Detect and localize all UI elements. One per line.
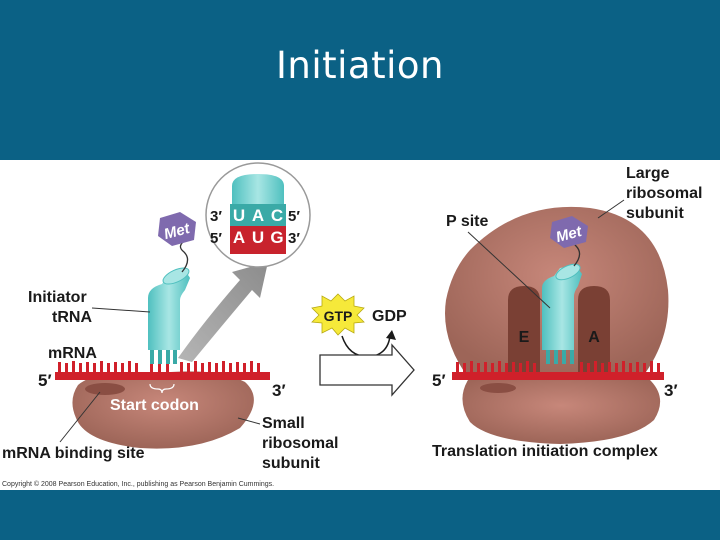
gdp-label: GDP (372, 308, 407, 325)
mrna-strand-left (55, 361, 270, 380)
large-subunit-label-2: ribosomal (626, 185, 702, 202)
mrna-binding-site-right (480, 383, 516, 393)
mrna-binding-site-label: mRNA binding site (2, 445, 145, 462)
bottom-bar (0, 490, 720, 540)
anticodon-base-2: A (252, 206, 264, 225)
five-prime-left: 5′ (38, 371, 52, 390)
left-assembly: Met Initiator tRNA mRNA 5′ 3′ Start codo… (2, 212, 338, 472)
codon-base-1: A (233, 228, 245, 247)
small-subunit-leader (237, 417, 261, 425)
complex-label: Translation initiation complex (432, 443, 658, 460)
small-subunit-label-1: Small (262, 415, 305, 432)
large-subunit-label-1: Large (626, 165, 670, 182)
e-site (508, 286, 540, 372)
p-site-leader (467, 231, 551, 309)
met-hexagon-left (158, 212, 196, 246)
mrna-binding-site-left (85, 383, 125, 395)
copyright-notice: Copyright © 2008 Pearson Education, Inc.… (2, 480, 274, 488)
mrna-binding-site-leader (59, 391, 101, 443)
mrna-strand-right (452, 361, 664, 380)
codon-base-3: G (270, 228, 283, 247)
gtp-hydrolysis-arrow (341, 335, 391, 358)
large-subunit-label-3: subunit (626, 205, 684, 222)
three-prime-left: 3′ (272, 381, 286, 400)
right-assembly: E A Met (432, 165, 702, 460)
process-arrow (319, 343, 415, 397)
small-ribosomal-subunit-right (462, 380, 661, 444)
title-bar (0, 0, 720, 160)
inset-bottom-5prime: 5′ (210, 230, 222, 247)
a-site-label: A (588, 329, 600, 346)
met-label-left: Met (162, 220, 192, 243)
slide-title: Initiation (276, 44, 444, 87)
initiator-trna-right (542, 263, 582, 364)
small-subunit-label-3: subunit (262, 455, 320, 472)
gtp-hydrolysis-arrowhead (386, 330, 396, 340)
diagram-panel: Met Initiator tRNA mRNA 5′ 3′ Start codo… (0, 160, 720, 490)
initiator-trna-label-1: Initiator (28, 289, 87, 306)
a-site (578, 286, 610, 372)
inset-top-5prime: 5′ (288, 208, 300, 225)
inset-bottom-3prime: 3′ (288, 230, 300, 247)
inset-top-3prime: 3′ (210, 208, 222, 225)
gtp-starburst (311, 293, 365, 336)
anticodon-base-1: U (233, 206, 245, 225)
start-codon-label: Start codon (110, 397, 199, 414)
met-hexagon-right (550, 216, 588, 248)
small-subunit-label-2: ribosomal (262, 435, 338, 452)
large-subunit-leader (597, 199, 625, 219)
initiator-trna-leader (91, 307, 151, 313)
zoom-arrow (178, 262, 268, 362)
mrna-label-left: mRNA (48, 345, 97, 362)
codon-inset: U A C A U G 3′ 5′ 5′ 3′ (178, 162, 311, 362)
initiation-diagram: Met Initiator tRNA mRNA 5′ 3′ Start codo… (2, 162, 702, 488)
anticodon-base-3: C (271, 206, 283, 225)
codon-base-2: U (252, 228, 264, 247)
three-prime-right: 3′ (664, 381, 678, 400)
gtp-transition: GTP GDP (311, 293, 415, 397)
met-linker-left (179, 239, 189, 273)
five-prime-right: 5′ (432, 371, 446, 390)
gtp-label: GTP (324, 308, 353, 324)
initiator-trna-label-2: tRNA (52, 309, 92, 326)
p-site-label: P site (446, 213, 489, 230)
start-codon-bracket (149, 383, 175, 394)
met-label-right: Met (554, 223, 584, 246)
e-site-label: E (519, 329, 530, 346)
